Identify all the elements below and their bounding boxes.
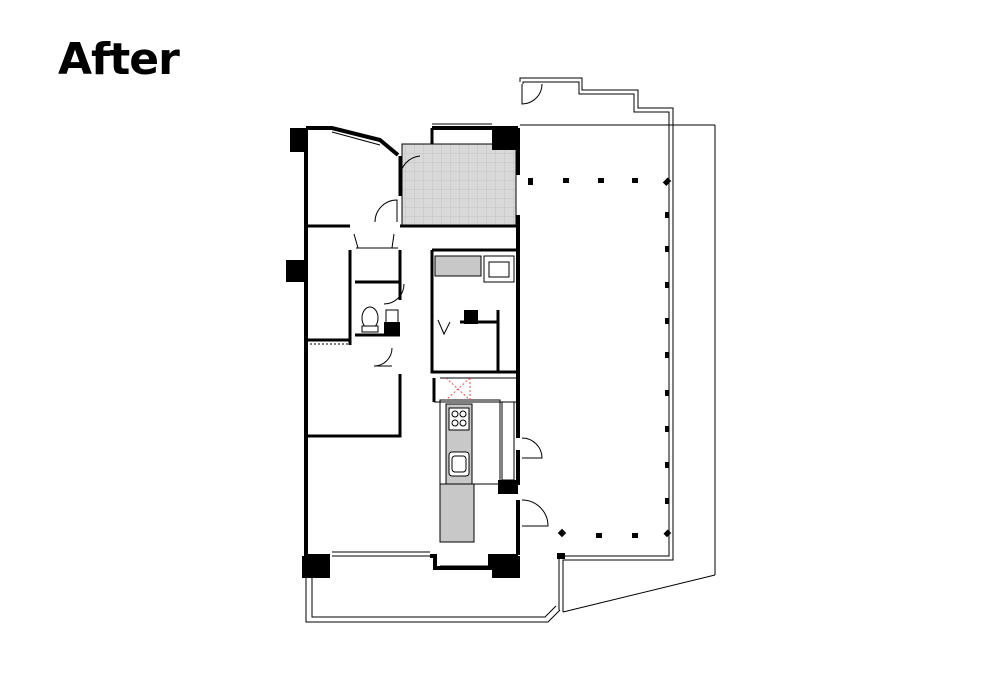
interior-walls bbox=[306, 128, 518, 438]
deck-posts bbox=[528, 177, 672, 559]
entrance-tile-floor bbox=[401, 143, 517, 227]
terrace-outline bbox=[519, 77, 716, 613]
stove-icon bbox=[448, 407, 470, 431]
kitchen-storage bbox=[434, 255, 515, 283]
interior-thin-lines bbox=[310, 343, 518, 485]
window-lines bbox=[331, 123, 492, 567]
column-icon bbox=[286, 128, 520, 578]
red-markers bbox=[445, 377, 471, 401]
door-swing-icon bbox=[353, 83, 549, 527]
island-counter bbox=[439, 483, 475, 543]
page-title: After bbox=[58, 34, 180, 85]
washbasin bbox=[385, 309, 399, 325]
balcony-outline bbox=[305, 570, 561, 623]
sink-icon bbox=[448, 451, 470, 477]
toilet-icon bbox=[361, 306, 379, 333]
